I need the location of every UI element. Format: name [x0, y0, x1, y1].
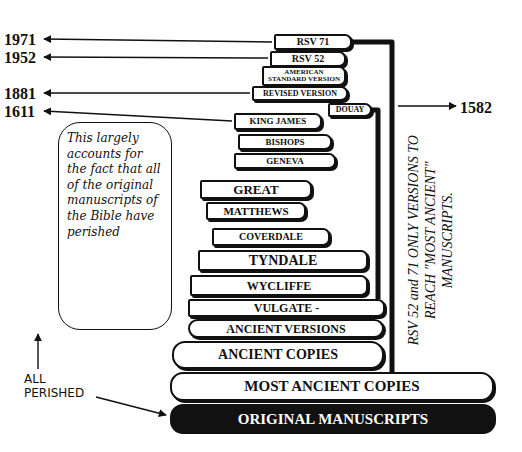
book-title: WYCLIFFE — [247, 280, 312, 292]
year-leader — [398, 105, 456, 106]
year-label: 1971 — [4, 30, 44, 49]
year-label: 1611 — [4, 102, 44, 121]
scroll-band: ORIGINAL MANUSCRIPTS — [170, 404, 496, 434]
book-spine: BISHOPS — [238, 134, 332, 150]
note-leader — [37, 334, 38, 369]
book-spine: DOUAY — [328, 103, 372, 117]
book-spine: COVERDALE — [212, 228, 330, 246]
book-title: VULGATE - — [254, 302, 319, 314]
book-title: DOUAY — [336, 106, 365, 114]
perished-note: ALL PERISHED — [24, 372, 104, 401]
year-label: 1582 — [460, 98, 504, 117]
book-spine: TYNDALE — [198, 250, 368, 271]
year-leader — [44, 39, 272, 42]
scroll-band: ANCIENT VERSIONS — [188, 319, 384, 338]
vertical-note: RSV 52 and 71 ONLY VERSIONS TO REACH "MO… — [406, 115, 456, 365]
book-spine: GENEVA — [234, 153, 336, 169]
book-spine: WYCLIFFE — [190, 275, 368, 296]
book-spine: GREAT — [200, 180, 312, 199]
book-spine: RSV 71 — [274, 34, 352, 50]
book-spine: RSV 52 — [270, 51, 346, 67]
book-title: REVISED VERSION — [263, 90, 337, 98]
book-title: ANCIENT COPIES — [218, 348, 338, 362]
book-spine: KING JAMES — [234, 113, 322, 130]
book-title: AMERICAN STANDARD VERSION — [267, 69, 341, 83]
book-spine: VULGATE - — [188, 299, 385, 317]
book-title: ANCIENT VERSIONS — [226, 323, 345, 335]
book-title: RSV 71 — [297, 37, 329, 47]
note-text: This largely accounts for the fact that … — [67, 131, 163, 240]
year-label: 1952 — [4, 48, 44, 67]
book-title: BISHOPS — [265, 138, 304, 147]
book-title: MATTHEWS — [223, 206, 288, 217]
book-title: ORIGINAL MANUSCRIPTS — [238, 412, 428, 427]
perished-leader — [96, 397, 166, 415]
note-bubble: This largely accounts for the fact that … — [58, 122, 172, 330]
book-title: TYNDALE — [249, 254, 317, 268]
year-label: 1881 — [4, 84, 44, 103]
book-spine: AMERICAN STANDARD VERSION — [262, 66, 346, 86]
scroll-band: ANCIENT COPIES — [172, 341, 384, 369]
book-spine: MATTHEWS — [206, 202, 306, 220]
year-leader — [44, 111, 232, 121]
scroll-band: MOST ANCIENT COPIES — [170, 372, 494, 401]
book-title: KING JAMES — [250, 117, 307, 126]
book-title: GREAT — [233, 183, 278, 196]
book-spine: REVISED VERSION — [252, 86, 348, 101]
book-title: GENEVA — [266, 157, 303, 166]
book-title: RSV 52 — [292, 54, 324, 64]
year-leader — [44, 92, 250, 93]
book-title: MOST ANCIENT COPIES — [244, 379, 419, 394]
book-title: COVERDALE — [239, 232, 303, 242]
lineage-bar — [372, 110, 378, 299]
year-leader — [44, 57, 268, 58]
